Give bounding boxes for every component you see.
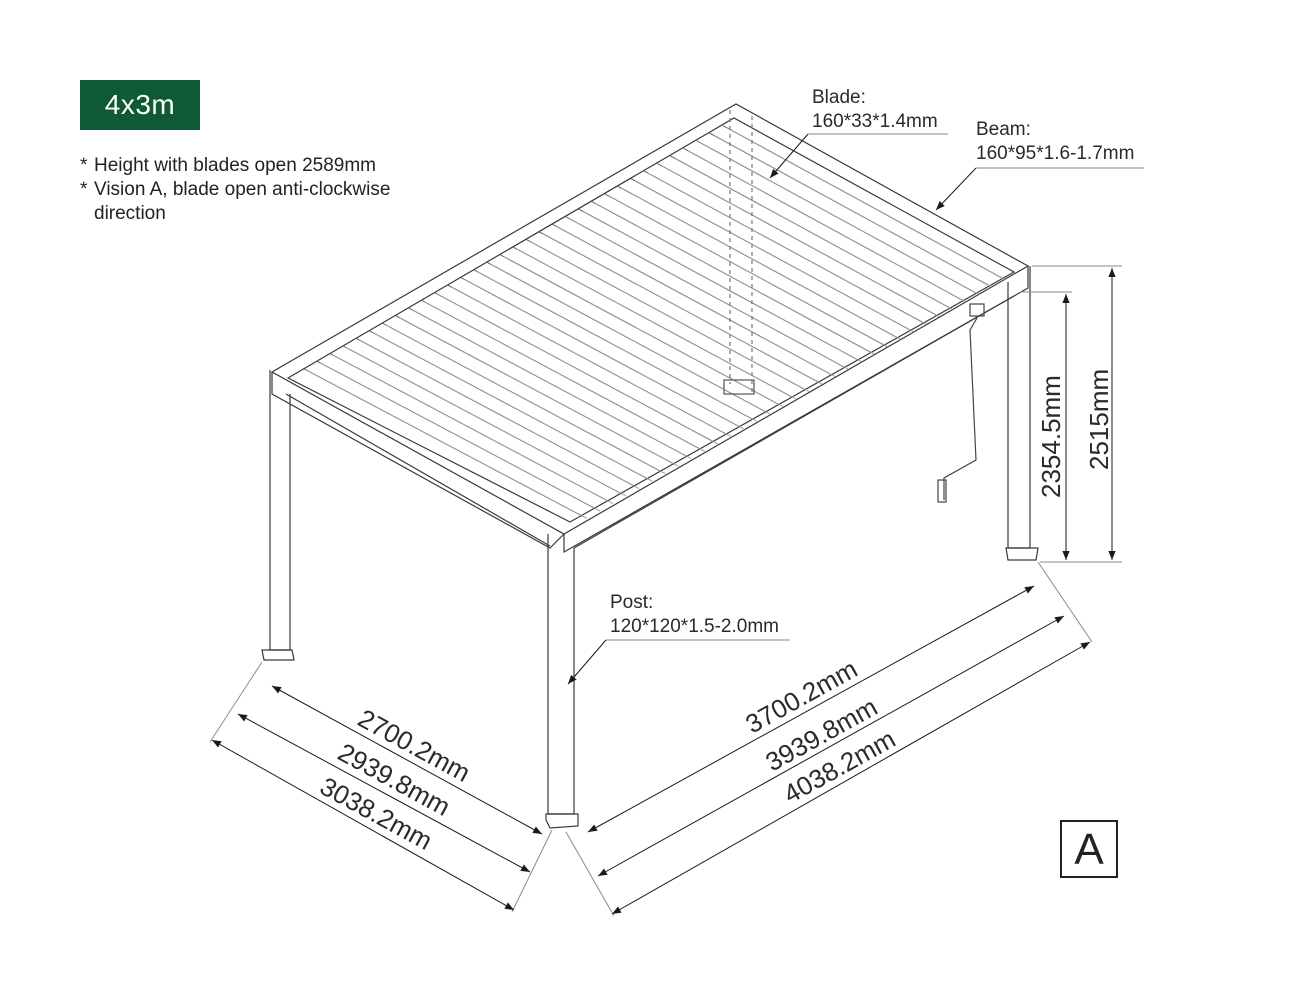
post-back-hidden <box>729 110 753 392</box>
roof-blade-edge <box>438 294 718 445</box>
foot-right <box>1005 547 1039 561</box>
roof-blade-edge <box>477 271 758 422</box>
width-ext-left <box>209 661 263 743</box>
roof-blade-edge <box>543 233 823 385</box>
note-height: * Height with blades open 2589mm <box>80 154 390 178</box>
beam-bottom-edge <box>573 295 1015 549</box>
post-spec: 120*120*1.5-2.0mm <box>610 616 779 637</box>
roof-frame <box>270 103 1030 535</box>
roof-blade-edge <box>490 263 771 415</box>
crank-box <box>969 303 985 317</box>
roof-blade-edge <box>569 218 849 370</box>
size-badge: 4x3m <box>80 80 200 130</box>
note-text: Vision A, blade open anti-clockwise <box>94 179 391 200</box>
post-back-cap <box>723 379 755 395</box>
roof-blade-edge <box>320 362 601 512</box>
roof-blade-edge <box>372 332 653 482</box>
roof-blade-edge <box>621 187 901 340</box>
note-marker: * <box>80 155 88 176</box>
roof-blade-edge <box>556 225 836 377</box>
roof-blade-edge <box>529 241 810 392</box>
foot-left <box>261 649 295 661</box>
beam-label: Beam: <box>976 119 1031 140</box>
roof-blade-edge <box>687 149 966 303</box>
roof-blade-edge <box>359 339 640 490</box>
length-outer-dim <box>611 641 1091 915</box>
roof-blade-edge <box>503 256 784 407</box>
post-left <box>269 370 291 651</box>
note-text: Height with blades open 2589mm <box>94 155 377 176</box>
roof-blade-edge <box>411 309 692 460</box>
length-ext-right <box>1037 561 1093 643</box>
roof-blade-edge <box>661 165 940 318</box>
width-outer-dim <box>211 739 515 911</box>
roof-blade-edge <box>582 210 862 363</box>
roof-blade-edge <box>464 278 744 430</box>
roof-blades <box>302 125 1006 519</box>
roof-blade-edge <box>385 324 666 475</box>
roof-blade-edge <box>424 301 705 452</box>
crank-handle <box>937 479 947 503</box>
roof-blade-edge <box>306 370 588 519</box>
height-outer-label: 2515mm <box>1084 369 1114 470</box>
post-label: Post: <box>610 592 653 613</box>
beam-leader <box>935 167 977 211</box>
roof-inner-frame <box>286 117 1016 523</box>
roof-blade-edge <box>634 180 914 333</box>
roof-blade-edge <box>726 127 1006 280</box>
roof-blade-edge <box>674 157 953 310</box>
post-front <box>547 534 575 815</box>
width-inner-dim <box>271 685 543 835</box>
note-marker: * <box>80 179 88 200</box>
roof-blade-edge <box>516 248 797 400</box>
roof-blade-edge <box>700 142 980 295</box>
note-vision-cont: direction <box>80 202 390 226</box>
roof-blade-edge <box>333 354 614 504</box>
blade-spec: 160*33*1.4mm <box>812 111 938 132</box>
blade-leader <box>769 133 809 179</box>
height-inner-label: 2354.5mm <box>1036 375 1066 498</box>
notes: * Height with blades open 2589mm * Visio… <box>80 154 390 226</box>
roof-blade-edge <box>346 347 627 497</box>
note-text: direction <box>94 203 166 224</box>
width-ext-front <box>511 829 553 913</box>
length-ext-front <box>565 831 615 917</box>
post-leader <box>567 639 607 685</box>
post-right <box>1007 266 1031 549</box>
roof-blade-edge <box>647 172 927 325</box>
beam-spec: 160*95*1.6-1.7mm <box>976 143 1134 164</box>
roof-blade-edge <box>608 195 888 348</box>
roof-blade-edge <box>451 286 731 437</box>
roof-blade-edge <box>713 134 993 288</box>
crank-rod <box>943 317 978 500</box>
note-vision: * Vision A, blade open anti-clockwise <box>80 178 390 202</box>
roof-blade-edge <box>398 316 679 467</box>
blade-label: Blade: <box>812 87 866 108</box>
front-beam <box>271 266 1029 554</box>
roof-blade-edge <box>595 203 875 355</box>
foot-front <box>545 813 579 829</box>
